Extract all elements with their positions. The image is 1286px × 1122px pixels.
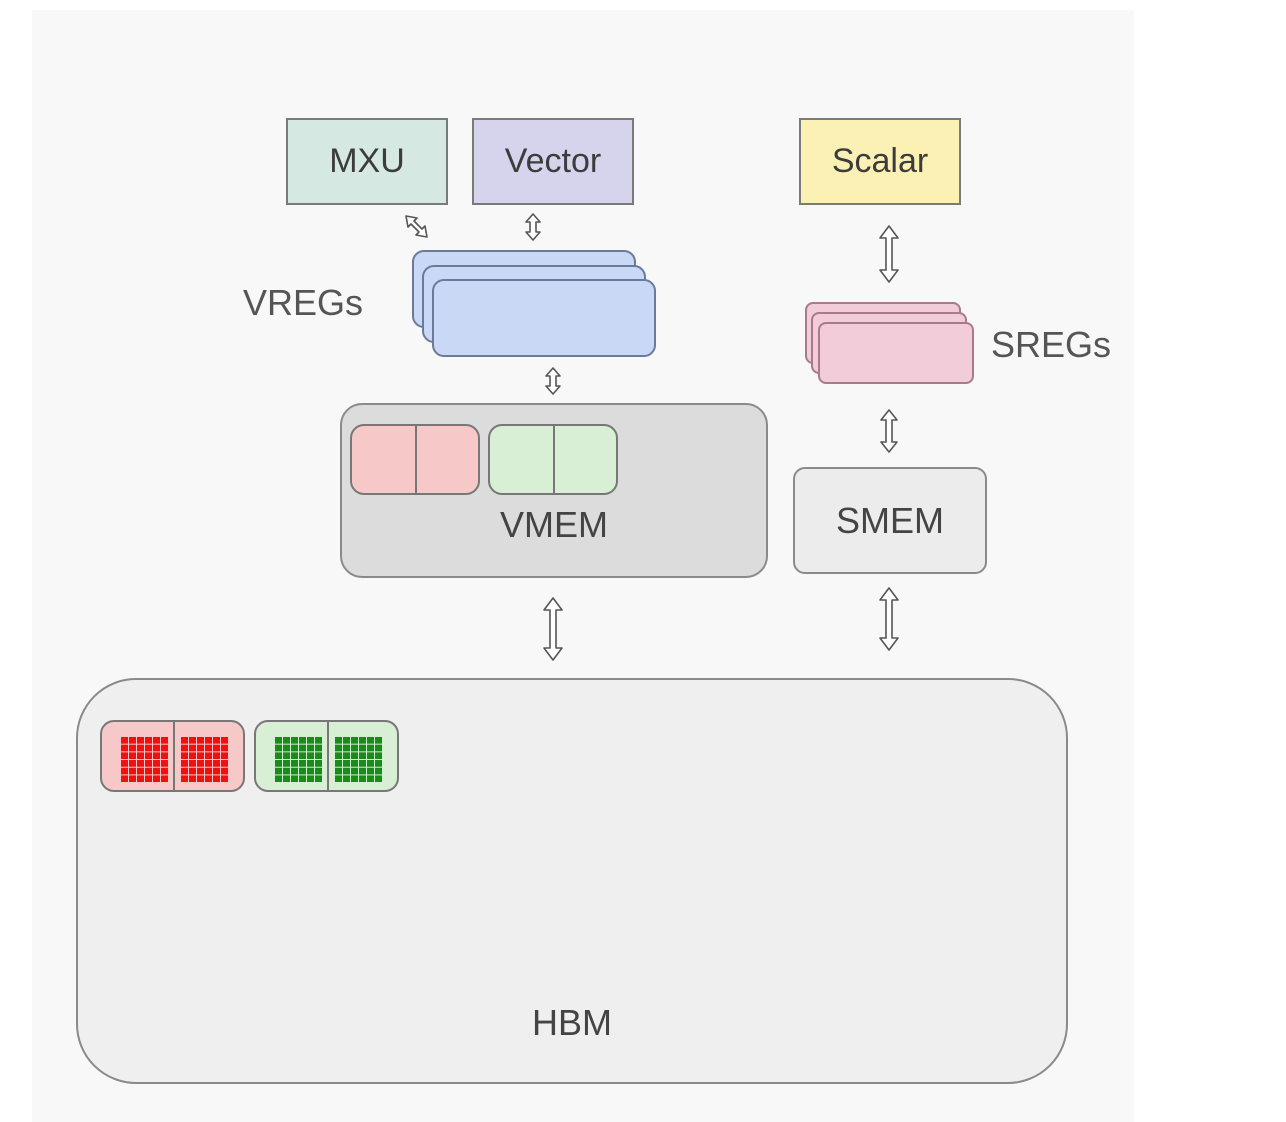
mxu-label: MXU xyxy=(329,142,405,180)
scalar-sregs-arrow xyxy=(879,225,899,283)
vmem-label: VMEM xyxy=(500,504,608,545)
vmem-green-buffer xyxy=(488,424,618,495)
red-tile-grid xyxy=(120,736,168,782)
vmem-red-buffer xyxy=(350,424,480,495)
smem-block: SMEM xyxy=(793,467,987,574)
vmem-hbm-arrow xyxy=(543,597,563,661)
red-tile-grid xyxy=(180,736,228,782)
vreg-layer xyxy=(432,279,656,357)
vregs-label: VREGs xyxy=(243,282,364,323)
vector-label: Vector xyxy=(504,142,602,180)
mxu-vregs-arrow xyxy=(405,215,428,238)
scalar-label: Scalar xyxy=(831,142,929,180)
hbm-label: HBM xyxy=(532,1002,612,1043)
sregs-label: SREGs xyxy=(991,324,1112,365)
mxu-unit: MXU xyxy=(286,118,448,205)
smem-label: SMEM xyxy=(836,499,944,541)
vregs-vmem-arrow xyxy=(545,367,561,395)
sregs-smem-arrow xyxy=(880,409,898,453)
sreg-layer xyxy=(818,322,974,384)
hbm-red-buffer xyxy=(100,720,245,792)
vector-vregs-arrow xyxy=(525,213,541,241)
smem-hbm-arrow xyxy=(879,587,899,651)
vector-unit: Vector xyxy=(472,118,634,205)
hbm-green-buffer xyxy=(254,720,399,792)
green-tile-grid xyxy=(334,736,382,782)
scalar-unit: Scalar xyxy=(799,118,961,205)
green-tile-grid xyxy=(274,736,322,782)
